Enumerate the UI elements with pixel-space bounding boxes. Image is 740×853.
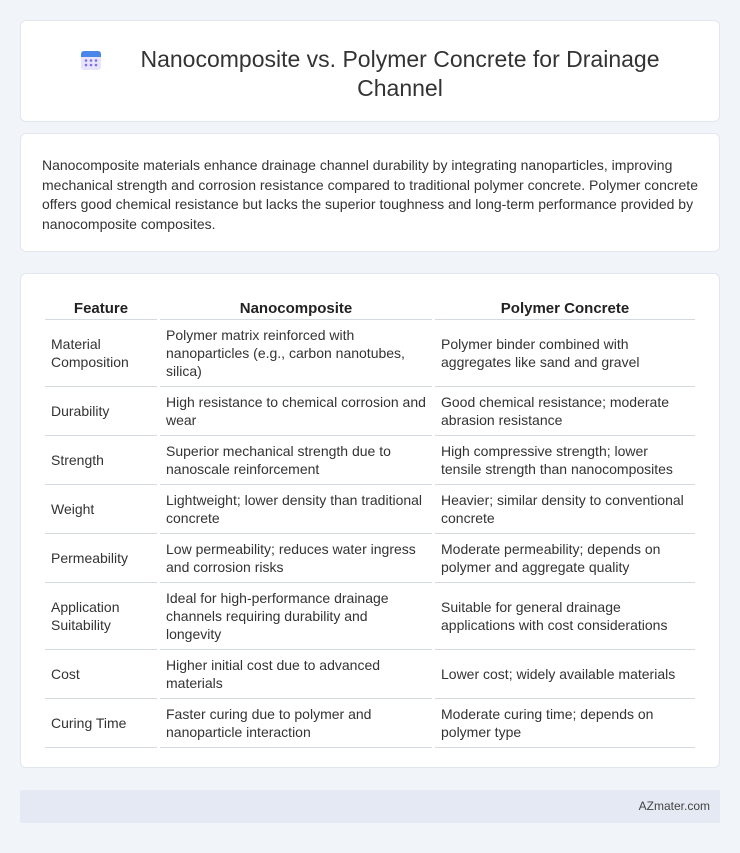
feature-cell: Strength (45, 436, 157, 485)
column-header-feature: Feature (45, 295, 157, 320)
feature-cell: Durability (45, 387, 157, 436)
table-row: Permeability Low permeability; reduces w… (45, 534, 695, 583)
polymer-concrete-cell: Lower cost; widely available materials (435, 650, 695, 699)
table-row: Weight Lightweight; lower density than t… (45, 485, 695, 534)
table-row: Curing Time Faster curing due to polymer… (45, 699, 695, 748)
polymer-concrete-cell: Good chemical resistance; moderate abras… (435, 387, 695, 436)
nanocomposite-cell: Polymer matrix reinforced with nanoparti… (160, 320, 432, 387)
title-wrap: Nanocomposite vs. Polymer Concrete for D… (21, 45, 719, 103)
polymer-concrete-cell: Moderate permeability; depends on polyme… (435, 534, 695, 583)
table-row: Strength Superior mechanical strength du… (45, 436, 695, 485)
table-row: Cost Higher initial cost due to advanced… (45, 650, 695, 699)
table-row: Application Suitability Ideal for high-p… (45, 583, 695, 650)
polymer-concrete-cell: High compressive strength; lower tensile… (435, 436, 695, 485)
calendar-icon (81, 51, 101, 70)
intro-paragraph: Nanocomposite materials enhance drainage… (42, 157, 698, 232)
polymer-concrete-cell: Polymer binder combined with aggregates … (435, 320, 695, 387)
polymer-concrete-cell: Heavier; similar density to conventional… (435, 485, 695, 534)
nanocomposite-cell: Ideal for high-performance drainage chan… (160, 583, 432, 650)
feature-cell: Weight (45, 485, 157, 534)
table-row: Material Composition Polymer matrix rein… (45, 320, 695, 387)
nanocomposite-cell: Low permeability; reduces water ingress … (160, 534, 432, 583)
feature-cell: Permeability (45, 534, 157, 583)
nanocomposite-cell: High resistance to chemical corrosion an… (160, 387, 432, 436)
polymer-concrete-cell: Moderate curing time; depends on polymer… (435, 699, 695, 748)
column-header-nanocomposite: Nanocomposite (160, 295, 432, 320)
title-card: Nanocomposite vs. Polymer Concrete for D… (20, 20, 720, 122)
footer-site-link[interactable]: AZmater.com (638, 799, 710, 813)
nanocomposite-cell: Faster curing due to polymer and nanopar… (160, 699, 432, 748)
feature-cell: Application Suitability (45, 583, 157, 650)
intro-card: Nanocomposite materials enhance drainage… (20, 133, 720, 252)
table-header-row: Feature Nanocomposite Polymer Concrete (45, 295, 695, 320)
comparison-table: Feature Nanocomposite Polymer Concrete M… (42, 295, 698, 748)
nanocomposite-cell: Lightweight; lower density than traditio… (160, 485, 432, 534)
polymer-concrete-cell: Suitable for general drainage applicatio… (435, 583, 695, 650)
feature-cell: Curing Time (45, 699, 157, 748)
nanocomposite-cell: Higher initial cost due to advanced mate… (160, 650, 432, 699)
page-title: Nanocomposite vs. Polymer Concrete for D… (140, 46, 660, 101)
column-header-polymer-concrete: Polymer Concrete (435, 295, 695, 320)
table-row: Durability High resistance to chemical c… (45, 387, 695, 436)
nanocomposite-cell: Superior mechanical strength due to nano… (160, 436, 432, 485)
table-card: Feature Nanocomposite Polymer Concrete M… (20, 273, 720, 768)
footer-bar: AZmater.com (20, 790, 720, 823)
feature-cell: Cost (45, 650, 157, 699)
feature-cell: Material Composition (45, 320, 157, 387)
